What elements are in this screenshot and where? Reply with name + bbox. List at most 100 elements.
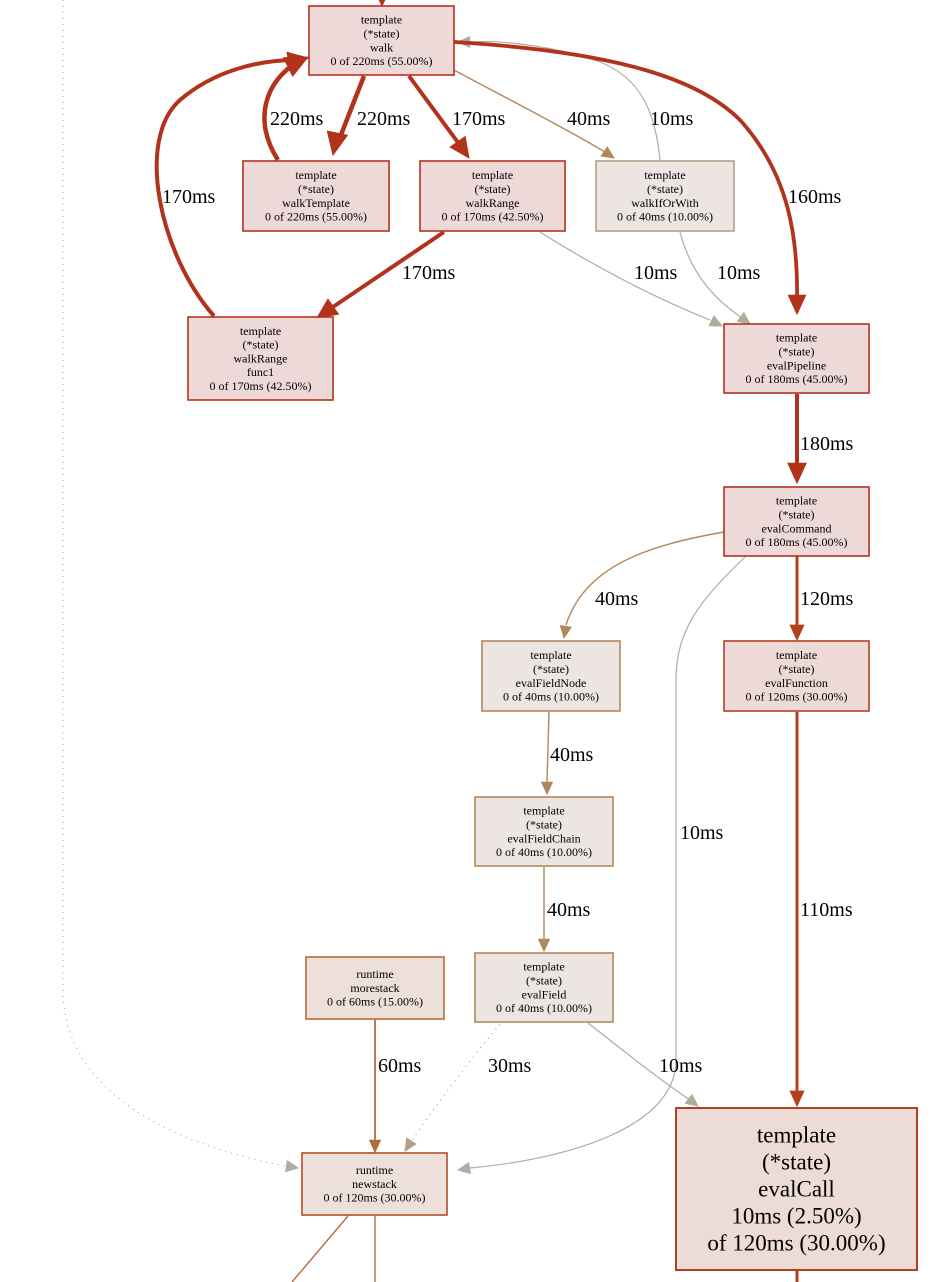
node-label-line: template — [644, 168, 685, 182]
node-label-line: walkRange — [234, 351, 288, 365]
edge-line — [453, 69, 606, 153]
edge-arrowhead — [285, 1160, 300, 1173]
node-label-line: 0 of 180ms (45.00%) — [746, 372, 848, 386]
node-label-line: (*state) — [779, 507, 815, 521]
node-box — [187, 316, 334, 401]
edge-walkRange-func1[interactable]: 170ms — [316, 230, 456, 319]
node-box — [723, 323, 870, 394]
edge-label: 180ms — [800, 433, 854, 455]
edge-evalFieldChain-evalField[interactable]: 40ms — [537, 867, 591, 953]
node-label-line: evalFieldChain — [507, 831, 580, 845]
edge-line — [469, 41, 661, 161]
edge-arrowhead — [378, 0, 386, 8]
edge-arrowhead — [789, 624, 805, 642]
node-label-line: walkTemplate — [282, 196, 350, 210]
node-label-line: (*state) — [779, 662, 815, 676]
node-label-line: template — [523, 804, 564, 818]
edge-evalField-newstack[interactable]: 30ms — [404, 1023, 532, 1153]
edge-func1-walk[interactable]: 170ms — [154, 51, 310, 318]
edge-arrowhead — [789, 1090, 805, 1108]
edge-arrowhead — [736, 311, 751, 325]
edge-label: 10ms — [680, 822, 724, 844]
edge-morestack-newstack[interactable]: 60ms — [368, 1020, 422, 1154]
node-label-line: 0 of 120ms (30.00%) — [746, 690, 848, 704]
edge-walkRange-evalPipeline[interactable]: 10ms — [539, 231, 724, 327]
node-box — [675, 1107, 918, 1271]
edge-walk-walkRange[interactable]: 170ms — [407, 74, 506, 159]
edge-line — [325, 230, 446, 313]
edge-walk-walkTemplate[interactable]: 220ms — [326, 75, 411, 157]
node-box — [595, 160, 735, 232]
edge-offscreen-newstack[interactable] — [62, 0, 300, 1173]
edge-line — [679, 231, 743, 319]
edge-arrowhead — [600, 146, 615, 159]
edge-evalField-evalCall[interactable]: 10ms — [587, 1022, 703, 1107]
node-box — [305, 956, 445, 1020]
edge-evalFieldNode-evalFieldChain[interactable]: 40ms — [540, 711, 594, 796]
edge-arrowhead — [404, 1137, 417, 1153]
node-label-line: evalPipeline — [767, 358, 826, 372]
edge-arrowhead — [684, 1093, 699, 1107]
node-label-line: walkIfOrWith — [631, 196, 699, 210]
node-label-line: 10ms (2.50%) — [731, 1204, 861, 1229]
node-label-line: template — [295, 168, 336, 182]
node-label-line: 0 of 40ms (10.00%) — [617, 210, 713, 224]
node-label-line: func1 — [247, 365, 274, 379]
edge-line — [587, 1022, 691, 1101]
edge-line — [565, 531, 725, 626]
node-label-line: (*state) — [364, 26, 400, 40]
edge-label: 30ms — [488, 1055, 532, 1077]
edge-label: 160ms — [788, 186, 842, 208]
edge-walkIfOrWith-evalPipeline[interactable]: 10ms — [679, 231, 761, 325]
edge-label: 110ms — [800, 899, 853, 921]
node-label-line: template — [776, 494, 817, 508]
edge-label: 120ms — [800, 588, 854, 610]
node-box — [242, 160, 390, 232]
edge-label: 40ms — [595, 588, 639, 610]
edge-line — [154, 58, 297, 318]
edge-arrowhead — [449, 135, 470, 159]
edge-arrowhead — [326, 130, 349, 157]
edge-label: 220ms — [270, 108, 324, 130]
node-label-line: template — [523, 960, 564, 974]
edge-arrowhead — [708, 315, 724, 327]
node-label-line: evalCommand — [762, 521, 832, 535]
edge-evalCommand-evalFunction[interactable]: 120ms — [789, 556, 854, 642]
node-label-line: 0 of 60ms (15.00%) — [327, 995, 423, 1009]
edge-line — [407, 74, 464, 150]
node-label-line: 0 of 220ms (55.00%) — [331, 54, 433, 68]
node-box — [723, 640, 870, 712]
edge-walk-walkIfOrWith[interactable]: 40ms — [453, 69, 615, 159]
node-label-line: evalCall — [758, 1177, 835, 1202]
edge-newstack-down1[interactable] — [291, 1215, 349, 1282]
edge-evalPipeline-evalCommand[interactable]: 180ms — [787, 394, 854, 485]
node-label-line: evalFunction — [765, 676, 828, 690]
edge-line — [469, 555, 747, 1169]
edge-walk-evalPipeline[interactable]: 160ms — [453, 40, 842, 316]
node-label-line: 0 of 40ms (10.00%) — [503, 690, 599, 704]
edge-arrowhead — [286, 51, 310, 72]
edge-evalFunction-evalCall[interactable]: 110ms — [789, 712, 853, 1108]
edge-label: 170ms — [402, 262, 456, 284]
edge-top-walk[interactable] — [377, 0, 388, 8]
edge-line — [546, 711, 550, 783]
edge-evalCommand-evalFieldNode[interactable]: 40ms — [559, 531, 725, 640]
edge-evalCommand-newstack[interactable]: 10ms — [456, 555, 747, 1175]
edge-line — [453, 40, 799, 301]
edge-label: 40ms — [550, 744, 594, 766]
